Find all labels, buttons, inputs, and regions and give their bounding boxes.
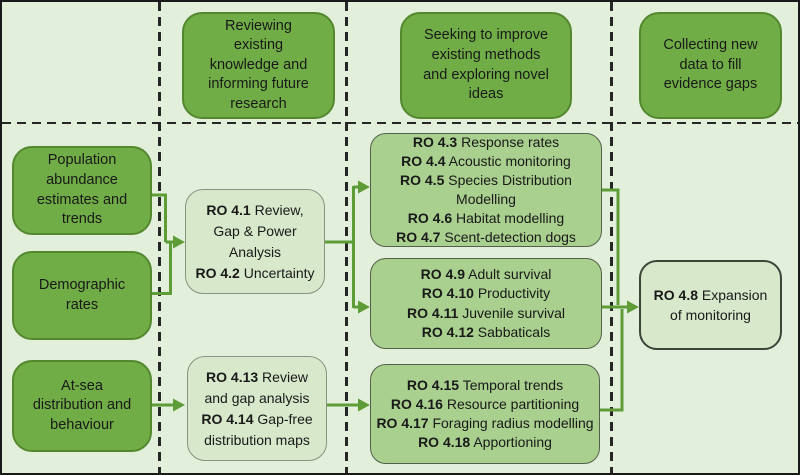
ro-label: Response rates	[457, 133, 560, 150]
ro-label: Uncertainty	[239, 264, 315, 281]
ro-label: Acoustic monitoring	[445, 152, 571, 169]
stage-label: Collecting new data to fill evidence gap…	[663, 37, 758, 93]
ro-label: Gap-free distribution maps	[204, 410, 313, 448]
ro-code: RO 4.12	[421, 323, 474, 340]
column-divider-2	[345, 2, 348, 473]
ro-label: Productivity	[473, 285, 551, 302]
ro-label: Foraging radius modelling	[428, 415, 594, 431]
ro-label: Resource partitioning	[442, 395, 580, 412]
ro-box-4-15-to-4-18: RO 4.15 Temporal trends RO 4.16 Resource…	[370, 364, 600, 464]
topic-box-population-abundance: Population abundance estimates and trend…	[12, 146, 152, 235]
ro-code: RO 4.18	[418, 434, 471, 451]
ro-label: Temporal trends	[459, 376, 564, 393]
row-divider	[2, 121, 798, 124]
arrow-ro41-branch-to-ro43-ro49	[325, 180, 370, 314]
ro-box-4-1-4-2: RO 4.1 Review, Gap & Power Analysis RO 4…	[185, 189, 325, 294]
stage-label: Reviewing existing knowledge and informi…	[208, 17, 309, 112]
ro-item: RO 4.4 Acoustic monitoring	[375, 152, 597, 171]
ro-code: RO 4.3	[412, 133, 458, 150]
ro-code: RO 4.7	[396, 229, 441, 246]
column-divider-1	[158, 2, 161, 473]
ro-label: Review and gap analysis	[204, 368, 310, 406]
arrow-population-demographic-to-ro41	[152, 193, 185, 295]
ro-code: RO 4.6	[407, 210, 453, 227]
ro-item: RO 4.7 Scent-detection dogs	[375, 228, 597, 247]
arrow-atsea-to-ro413	[152, 398, 185, 412]
ro-label: Review, Gap & Power Analysis	[213, 201, 304, 260]
ro-code: RO 4.5	[400, 171, 445, 188]
stage-box-collecting-data: Collecting new data to fill evidence gap…	[639, 12, 782, 119]
ro-code: RO 4.9	[420, 266, 465, 283]
ro-label: Scent-detection dogs	[440, 229, 576, 246]
topic-box-at-sea-distribution: At-sea distribution and behaviour	[12, 360, 152, 452]
ro-item: RO 4.3 Response rates	[375, 133, 597, 152]
topic-label: Population abundance estimates and trend…	[36, 152, 128, 228]
ro-code: RO 4.11	[407, 304, 459, 321]
arrow-merge-to-ro48	[600, 188, 639, 412]
ro-item: RO 4.11 Juvenile survival	[377, 304, 595, 323]
ro-code: RO 4.17	[376, 415, 429, 431]
stage-label: Seeking to improve existing methods and …	[423, 27, 549, 103]
ro-code: RO 4.4	[401, 152, 446, 169]
topic-label: Demographic rates	[38, 276, 126, 313]
ro-label: Apportioning	[470, 434, 552, 451]
ro-code: RO 4.2	[195, 264, 240, 281]
ro-item: RO 4.18 Apportioning	[375, 433, 595, 452]
ro-code: RO 4.14	[201, 410, 254, 427]
stage-box-improving-methods: Seeking to improve existing methods and …	[400, 12, 572, 119]
ro-item: RO 4.5 Species Distribution Modelling	[375, 171, 597, 209]
stage-box-reviewing: Reviewing existing knowledge and informi…	[182, 12, 335, 119]
ro-item: RO 4.9 Adult survival	[377, 265, 595, 284]
ro-box-4-13-4-14: RO 4.13 Review and gap analysis RO 4.14 …	[187, 356, 327, 461]
ro-code: RO 4.1	[206, 201, 251, 218]
ro-item: RO 4.10 Productivity	[377, 284, 595, 303]
ro-item: RO 4.6 Habitat modelling	[375, 209, 597, 228]
ro-label: Expansion of monitoring	[670, 286, 768, 323]
ro-label: Species Distribution Modelling	[444, 171, 572, 207]
topic-box-demographic-rates: Demographic rates	[12, 251, 152, 340]
ro-item: RO 4.13 Review and gap analysis	[194, 367, 320, 409]
ro-item: RO 4.17 Foraging radius modelling	[375, 414, 595, 433]
ro-code: RO 4.8	[653, 286, 699, 303]
ro-item: RO 4.15 Temporal trends	[375, 376, 595, 395]
ro-label: Habitat modelling	[452, 210, 565, 227]
ro-code: RO 4.10	[421, 285, 474, 302]
arrow-ro413-to-ro415	[327, 398, 370, 412]
ro-label: Sabbaticals	[473, 323, 551, 340]
topic-label: At-sea distribution and behaviour	[32, 377, 132, 433]
ro-label: Juvenile survival	[458, 304, 565, 321]
ro-item: RO 4.16 Resource partitioning	[375, 395, 595, 414]
ro-code: RO 4.15	[406, 376, 460, 393]
ro-code: RO 4.16	[390, 395, 443, 412]
ro-item: RO 4.2 Uncertainty	[194, 263, 316, 284]
ro-item: RO 4.14 Gap-free distribution maps	[194, 409, 320, 451]
ro-code: RO 4.13	[206, 368, 259, 385]
ro-box-4-3-to-4-7: RO 4.3 Response rates RO 4.4 Acoustic mo…	[370, 133, 602, 247]
ro-item: RO 4.12 Sabbaticals	[377, 323, 595, 342]
ro-item: RO 4.8 Expansion of monitoring	[649, 285, 772, 326]
ro-label: Adult survival	[464, 266, 552, 283]
ro-box-4-8: RO 4.8 Expansion of monitoring	[639, 260, 782, 350]
ro-item: RO 4.1 Review, Gap & Power Analysis	[194, 200, 316, 263]
column-divider-3	[610, 2, 613, 473]
ro-box-4-9-to-4-12: RO 4.9 Adult survival RO 4.10 Productivi…	[370, 258, 602, 349]
